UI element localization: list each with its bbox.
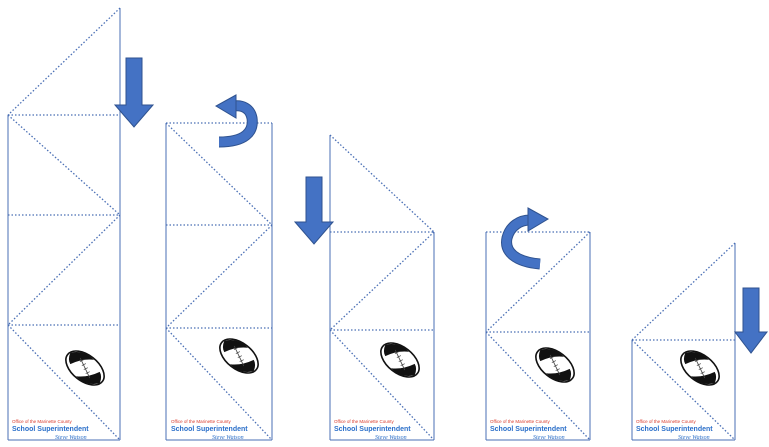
down-arrow-icon bbox=[115, 58, 153, 127]
card-name-text: Steve Watson bbox=[375, 435, 407, 441]
football-icon bbox=[214, 332, 265, 380]
card-name-text: Steve Watson bbox=[55, 435, 87, 441]
card-office-text: Office of the Marinette County bbox=[12, 419, 72, 424]
step-3: Office of the Marinette County School Su… bbox=[295, 135, 434, 441]
step-4: Office of the Marinette County School Su… bbox=[486, 208, 590, 441]
card-name-text: Steve Watson bbox=[212, 435, 244, 441]
step-4-logo-card: Office of the Marinette County School Su… bbox=[490, 341, 580, 441]
card-title-text: School Superintendent bbox=[12, 426, 89, 433]
step-1: Office of the Marinette County School Su… bbox=[8, 8, 153, 441]
card-office-text: Office of the Marinette County bbox=[171, 419, 231, 424]
football-icon bbox=[375, 336, 426, 384]
football-icon bbox=[530, 341, 581, 389]
card-title-text: School Superintendent bbox=[334, 426, 411, 433]
curved-fold-arrow-icon bbox=[507, 208, 548, 264]
football-icon bbox=[60, 344, 111, 392]
card-office-text: Office of the Marinette County bbox=[636, 419, 696, 424]
step-3-paper-strip bbox=[330, 135, 434, 440]
card-office-text: Office of the Marinette County bbox=[334, 419, 394, 424]
step-5-logo-card: Office of the Marinette County School Su… bbox=[636, 344, 725, 441]
step-1-logo-card: Office of the Marinette County School Su… bbox=[12, 344, 110, 441]
step-2: Office of the Marinette County School Su… bbox=[166, 95, 272, 441]
card-office-text: Office of the Marinette County bbox=[490, 419, 550, 424]
card-name-text: Steve Watson bbox=[678, 435, 710, 441]
step-5-paper-strip bbox=[632, 243, 735, 440]
card-title-text: School Superintendent bbox=[636, 426, 713, 433]
card-title-text: School Superintendent bbox=[490, 426, 567, 433]
card-title-text: School Superintendent bbox=[171, 426, 248, 433]
down-arrow-icon bbox=[295, 177, 333, 244]
football-icon bbox=[675, 344, 726, 392]
step-2-paper-strip bbox=[166, 123, 272, 440]
step-3-logo-card: Office of the Marinette County School Su… bbox=[334, 336, 425, 441]
card-name-text: Steve Watson bbox=[533, 435, 565, 441]
step-5: Office of the Marinette County School Su… bbox=[632, 243, 767, 441]
curved-fold-arrow-icon bbox=[216, 95, 252, 142]
down-arrow-icon bbox=[735, 288, 767, 353]
step-2-logo-card: Office of the Marinette County School Su… bbox=[171, 332, 264, 441]
